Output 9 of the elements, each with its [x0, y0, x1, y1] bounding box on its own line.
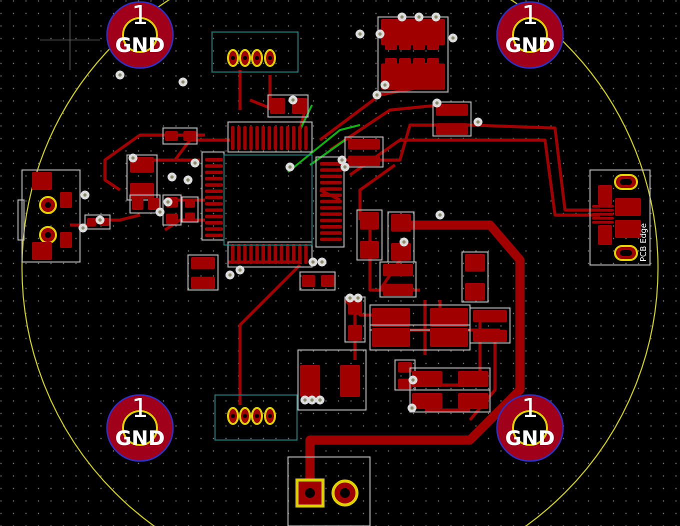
net-name: GND [114, 34, 166, 56]
net-name: GND [504, 34, 556, 56]
net-name: GND [504, 427, 556, 449]
mounting-hole-pad [105, 393, 175, 463]
mounting-hole-pad [105, 0, 175, 70]
net-name: GND [114, 427, 166, 449]
silkscreen-label: PCB Edge [638, 223, 648, 262]
mounting-hole-pad [495, 0, 565, 70]
mounting-hole-pad [495, 393, 565, 463]
